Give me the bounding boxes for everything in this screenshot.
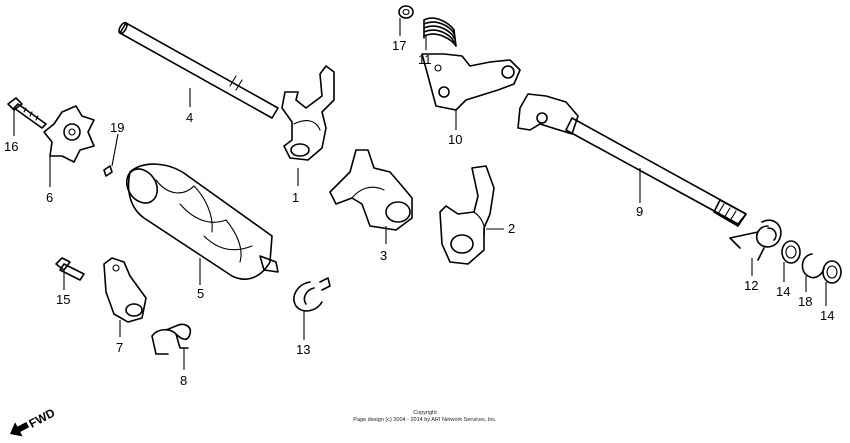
callout-8: 8 [180, 373, 187, 388]
callout-5: 5 [197, 286, 204, 301]
stopper-arm-part [103, 257, 147, 323]
washer-top-part [398, 5, 414, 19]
shift-fork-upper-part [281, 65, 335, 161]
stopper-bolt-part [55, 257, 85, 281]
callout-10: 10 [448, 132, 462, 147]
callout-3: 3 [380, 248, 387, 263]
callout-14b: 14 [820, 308, 834, 323]
return-spring-part [151, 323, 192, 355]
spring-part [423, 17, 457, 47]
callout-13: 13 [296, 342, 310, 357]
drum-stopper-plate-part [43, 105, 95, 163]
dowel-pin-part [103, 165, 113, 177]
callout-19: 19 [110, 120, 124, 135]
fwd-arrow-icon [10, 421, 30, 437]
circlip-part [293, 277, 331, 312]
shift-fork-center-part [329, 149, 413, 231]
washer-2-part [822, 260, 842, 284]
callout-12: 12 [744, 278, 758, 293]
shift-fork-right-part [439, 165, 495, 265]
torsion-spring-part [729, 219, 782, 261]
callout-14a: 14 [776, 284, 790, 299]
callout-labels: 1 2 3 4 5 6 7 8 9 10 11 12 13 14 18 14 1… [4, 38, 834, 388]
footer-copyright: Copyright [413, 410, 437, 416]
callout-17: 17 [392, 38, 406, 53]
callout-6: 6 [46, 190, 53, 205]
callout-9: 9 [636, 204, 643, 219]
callout-4: 4 [186, 110, 193, 125]
callout-2: 2 [508, 221, 515, 236]
callout-11: 11 [418, 52, 432, 67]
callout-7: 7 [116, 340, 123, 355]
shift-fork-shaft-part [118, 21, 279, 119]
gearshift-spindle-part [517, 93, 747, 227]
callout-18: 18 [798, 294, 812, 309]
footer-page-design: Page design (c) 2004 - 2014 by ARI Netwo… [353, 417, 497, 423]
shift-drum-part [125, 163, 279, 280]
circlip-2-part [801, 253, 825, 279]
washer-1-part [781, 240, 801, 264]
stopper-plate-part [421, 53, 521, 111]
bolt-part [7, 97, 47, 129]
callout-16: 16 [4, 139, 18, 154]
callout-15: 15 [56, 292, 70, 307]
callout-1: 1 [292, 190, 299, 205]
leader-lines [13, 18, 827, 370]
